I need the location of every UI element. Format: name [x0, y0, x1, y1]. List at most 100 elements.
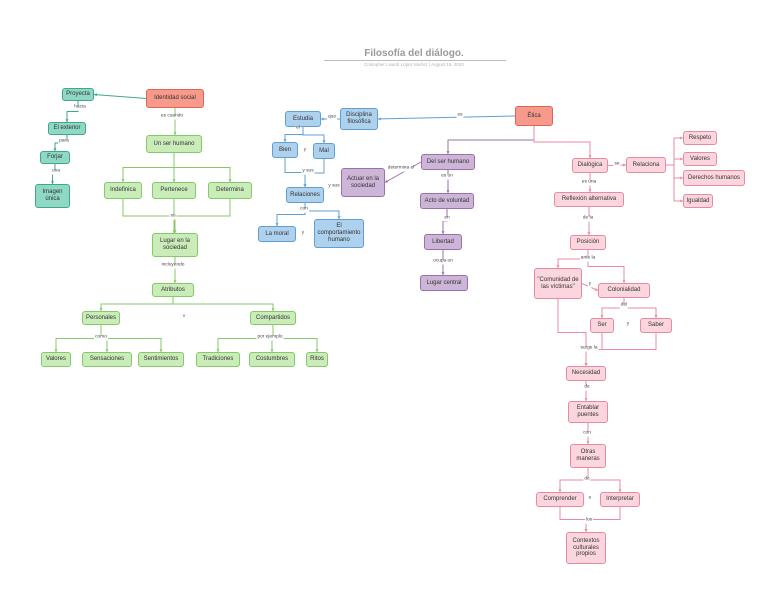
edge-label-incluyendo: incluyendo: [160, 262, 186, 269]
arrowhead-valores-g: [54, 349, 58, 352]
node-ritos[interactable]: Ritos: [306, 352, 328, 367]
node-entablar[interactable]: Entablar puentes: [568, 401, 608, 423]
arrowhead-derechos: [680, 176, 683, 180]
edge-label-y-cc: y: [587, 281, 593, 288]
node-tradiciones[interactable]: Tradiciones: [196, 352, 240, 367]
node-otras[interactable]: Otras maneras: [570, 444, 606, 468]
edge-label-es-una: es una: [580, 179, 598, 186]
arrowhead-proyecta: [94, 93, 97, 97]
node-atributos[interactable]: Atributos: [152, 283, 194, 297]
arrowhead-ritos: [315, 349, 319, 352]
node-derechos[interactable]: Derechos humanos: [683, 170, 745, 186]
edge-label-y-attr: Y: [181, 314, 187, 321]
node-dialogica[interactable]: Dialógica: [572, 158, 608, 173]
arrowhead-libertad: [441, 231, 445, 234]
edge-ser-humano-to-indefinica: [122, 153, 175, 182]
node-lugar[interactable]: Lugar en la sociedad: [152, 233, 198, 257]
edge-label-del: del: [619, 302, 629, 309]
edge-atributos-to-personales: [100, 297, 174, 311]
node-relaciona[interactable]: Relaciona: [626, 157, 666, 173]
arrowhead-respeto: [680, 136, 683, 140]
arrowhead-mal: [322, 140, 326, 143]
node-mal[interactable]: Mal: [313, 143, 335, 159]
edge-etica-to-disciplina: [377, 115, 516, 120]
header: Filosofía del diálogo. Cristopher Lisard…: [0, 0, 768, 80]
node-ser[interactable]: Ser: [590, 318, 614, 333]
node-interpretar[interactable]: Interpretar: [600, 492, 640, 507]
node-pertenece[interactable]: Pertenece: [152, 182, 196, 199]
node-estudia[interactable]: Estudia: [285, 111, 321, 127]
node-exterior[interactable]: El exterior: [48, 122, 86, 135]
edge-label-y-bm: y: [302, 147, 308, 154]
node-valores-p[interactable]: Valores: [683, 152, 717, 166]
edge-label-es-un: es un: [440, 173, 454, 180]
node-etica[interactable]: Ética: [515, 106, 553, 126]
arrowhead-tradiciones: [216, 349, 220, 352]
node-moral[interactable]: La moral: [258, 226, 296, 242]
node-relaciones-b[interactable]: Relaciones: [286, 187, 324, 203]
arrowhead-determina: [228, 179, 232, 182]
node-bien[interactable]: Bien: [272, 142, 298, 158]
node-valores-g[interactable]: Valores: [41, 352, 71, 367]
node-comprender[interactable]: Comprender: [536, 492, 584, 507]
node-posicion[interactable]: Posición: [570, 235, 606, 250]
node-imagen[interactable]: Imagen única: [35, 184, 70, 208]
arrowhead-reflexion: [588, 189, 592, 192]
edge-label-y-sus: y sus: [301, 168, 315, 175]
node-proyecta[interactable]: Proyecta: [62, 88, 94, 101]
edge-label-una: una: [50, 168, 62, 175]
arrowhead-lugar: [173, 230, 177, 233]
node-respeto[interactable]: Respeto: [683, 131, 717, 145]
node-necesidad[interactable]: Necesidad: [566, 366, 606, 381]
arrowhead-sentimientos: [159, 349, 163, 352]
edge-label-e: e: [587, 495, 593, 502]
edge-label-ocupa-un: ocupa un: [432, 258, 454, 265]
node-costumbres[interactable]: Costumbres: [249, 352, 295, 367]
node-ser-humano[interactable]: Un ser humano: [146, 135, 202, 153]
arrowhead-ser-humano: [173, 132, 177, 135]
node-personales[interactable]: Personales: [82, 311, 120, 325]
node-determina[interactable]: Determina: [208, 182, 252, 199]
edge-relaciona-to-igualdad: [666, 164, 683, 202]
node-acto[interactable]: Acto de voluntad: [420, 193, 474, 209]
node-disciplina[interactable]: Disciplina filosófica: [340, 108, 378, 130]
arrowhead-estudia: [321, 117, 324, 121]
edge-label-se: se: [613, 161, 621, 168]
node-del-ser[interactable]: Del ser humano: [421, 154, 475, 170]
title-underline: [324, 60, 506, 61]
node-indefinica[interactable]: Indefinica: [104, 182, 142, 199]
arrowhead-del-ser: [446, 151, 450, 154]
edge-label-que: que: [326, 114, 338, 121]
node-forjar[interactable]: Forjar: [40, 151, 70, 164]
arrowhead-necesidad: [584, 363, 588, 366]
arrowhead-sensaciones: [105, 349, 109, 352]
node-lugar-central[interactable]: Lugar central: [420, 275, 468, 291]
arrowhead-acto: [446, 190, 450, 193]
arrowhead-compartidos: [271, 308, 275, 311]
arrowhead-exterior: [65, 119, 69, 122]
edge-label-el: el: [295, 125, 301, 132]
node-saber[interactable]: Saber: [640, 318, 672, 333]
node-contextos[interactable]: Contextos culturales propios: [566, 532, 606, 564]
arrowhead-comunidad: [556, 265, 560, 268]
edge-del-ser-to-actuar: [384, 161, 422, 183]
node-comunidad[interactable]: "Comunidad de las víctimas": [534, 268, 582, 299]
arrowhead-posicion: [587, 232, 591, 235]
node-reflexion[interactable]: Reflexión alternativa: [554, 192, 624, 207]
node-sensaciones[interactable]: Sensaciones: [82, 352, 132, 367]
node-libertad[interactable]: Libertad: [424, 234, 462, 250]
arrowhead-saber: [654, 315, 658, 318]
edge-atributos-to-compartidos: [172, 297, 274, 311]
edge-comunidad-to-necesidad: [557, 299, 587, 366]
edge-label-surge-la: surge la: [579, 345, 599, 352]
node-compartidos[interactable]: Compartidos: [250, 311, 296, 325]
node-igualdad[interactable]: Igualdad: [683, 194, 713, 208]
node-comportamiento[interactable]: El comportamiento humano: [314, 219, 364, 248]
arrowhead-valores-p: [680, 157, 683, 161]
node-sentimientos[interactable]: Sentimientos: [138, 352, 184, 367]
edge-label-hacia: hacia: [73, 104, 87, 111]
node-colonialidad[interactable]: Colonialidad: [598, 283, 650, 298]
node-actuar[interactable]: Actuar en la sociedad: [341, 168, 385, 197]
node-identidad[interactable]: Identidad social: [146, 89, 204, 108]
